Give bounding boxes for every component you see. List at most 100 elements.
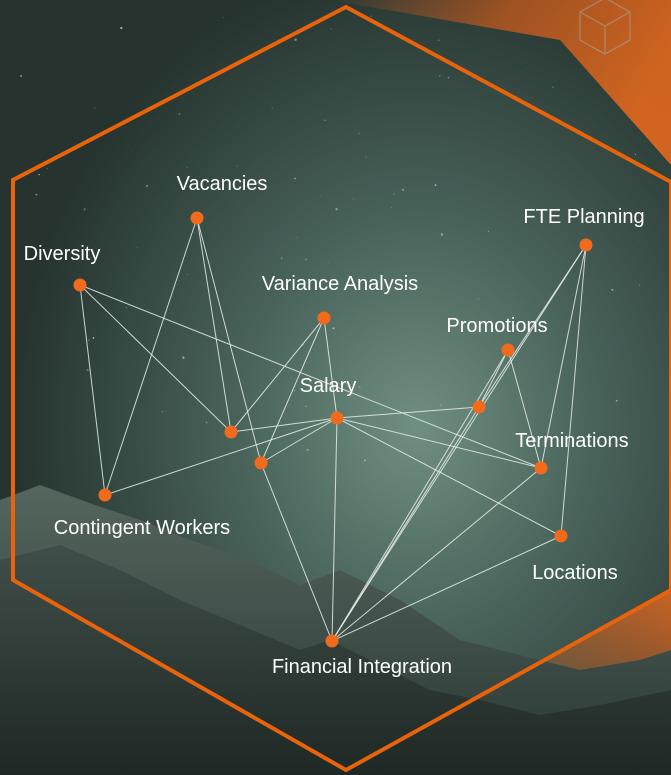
star	[332, 327, 335, 330]
star	[293, 389, 296, 392]
star	[178, 112, 181, 115]
star	[205, 421, 208, 424]
star	[402, 188, 404, 191]
star	[440, 233, 444, 236]
star	[180, 444, 182, 446]
node-fte	[579, 238, 593, 252]
star	[447, 76, 450, 79]
edge-salary-financial	[331, 417, 338, 642]
star	[589, 440, 591, 442]
node-promotions	[501, 343, 515, 357]
edge-promotions-hub-c	[478, 349, 509, 408]
star	[186, 273, 188, 275]
star	[552, 86, 554, 88]
star	[353, 198, 355, 200]
star	[161, 410, 164, 413]
node-locations	[554, 529, 568, 543]
edge-salary-hub-c	[336, 406, 480, 419]
star	[358, 132, 360, 134]
stars-layer	[20, 15, 641, 462]
star	[594, 266, 596, 267]
edge-promotions-terminations	[507, 349, 542, 469]
star	[611, 288, 614, 291]
star	[393, 193, 395, 195]
node-hub-b	[254, 456, 268, 470]
star	[324, 119, 326, 121]
node-variance	[317, 311, 331, 325]
star	[526, 67, 528, 69]
star	[86, 368, 89, 372]
edge-salary-contingent	[104, 417, 338, 496]
edge-salary-terminations	[336, 417, 542, 469]
edge-diversity-terminations	[79, 284, 542, 469]
edges-layer	[79, 217, 587, 642]
orange-beam-top	[330, 0, 671, 165]
star	[186, 166, 188, 168]
edge-variance-salary	[323, 317, 338, 419]
hexagon-frame	[11, 4, 671, 773]
node-label-salary: Salary	[300, 375, 357, 397]
edge-fte-locations	[560, 244, 587, 537]
star	[182, 356, 185, 359]
node-label-financial: Financial Integration	[272, 656, 452, 678]
star	[487, 230, 489, 232]
node-label-contingent: Contingent Workers	[54, 517, 230, 539]
edge-hub-b-financial	[260, 462, 333, 642]
star	[20, 75, 23, 77]
star	[46, 168, 48, 170]
star	[634, 153, 637, 156]
star	[637, 241, 639, 242]
star	[477, 298, 479, 300]
star	[306, 448, 309, 451]
star	[146, 185, 148, 187]
star	[335, 208, 338, 211]
edge-salary-locations	[336, 417, 562, 537]
star	[280, 257, 283, 259]
node-hub-c	[472, 400, 486, 414]
node-label-locations: Locations	[532, 562, 618, 584]
star	[127, 144, 129, 146]
star	[438, 74, 441, 77]
node-diversity	[73, 278, 87, 292]
star	[297, 237, 298, 239]
star	[294, 38, 297, 41]
node-label-variance: Variance Analysis	[262, 273, 418, 295]
star	[365, 156, 367, 158]
node-label-vacancies: Vacancies	[177, 173, 268, 195]
star	[87, 339, 91, 342]
node-hub-a	[224, 425, 238, 439]
star	[125, 306, 127, 309]
edge-locations-financial	[331, 535, 562, 642]
star	[440, 404, 442, 406]
edge-vacancies-contingent	[104, 217, 198, 496]
nodes-layer	[73, 211, 593, 648]
star	[92, 337, 95, 339]
star	[236, 165, 238, 167]
star	[434, 184, 437, 187]
star	[438, 39, 440, 41]
edge-promotions-financial	[331, 349, 509, 642]
star	[94, 107, 96, 109]
cube-logo-icon	[579, 0, 631, 55]
star	[294, 177, 296, 180]
node-label-promotions: Promotions	[446, 315, 547, 337]
edge-fte-financial	[331, 244, 587, 642]
node-terminations	[534, 461, 548, 475]
star	[271, 107, 273, 109]
node-label-diversity: Diversity	[24, 243, 101, 265]
edge-diversity-hub-a	[79, 284, 232, 433]
star	[358, 386, 361, 389]
star	[120, 26, 123, 30]
star	[305, 405, 307, 408]
star	[330, 28, 332, 30]
star	[35, 193, 38, 196]
star	[363, 459, 366, 462]
star	[328, 262, 330, 264]
star	[38, 173, 40, 176]
mountain-near	[0, 545, 671, 775]
node-label-terminations: Terminations	[515, 430, 628, 452]
edge-variance-hub-a	[230, 317, 325, 433]
node-contingent	[98, 488, 112, 502]
